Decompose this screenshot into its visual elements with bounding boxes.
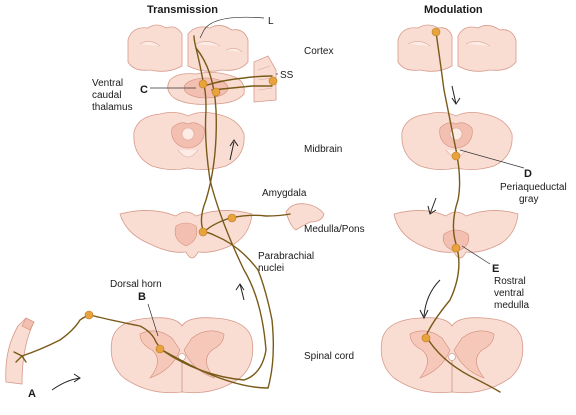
modulation-neurons [421,27,461,343]
modulation-heading: Modulation [424,4,483,16]
transmission-fibers [13,35,291,389]
skin-patch [5,317,35,385]
label-thalamus-line3: thalamus [92,102,133,113]
spinal-cord-section-right [380,317,524,394]
midbrain-section-left [133,112,245,170]
label-thalamus-line1: Ventral [92,78,123,89]
amygdala-shape [285,203,325,231]
level-cortex: Cortex [304,46,333,57]
modulation-arrows [419,85,461,320]
ss-cortex-slice [253,55,277,103]
b-pointer-line [147,303,159,337]
medulla-section-right [393,210,519,259]
label-thalamus-line2: caudal [92,90,121,101]
letter-b: B [138,291,146,303]
label-rvm-line1: Rostral [494,276,526,287]
transmission-arrows [51,139,245,391]
spinal-cord-section-left [110,317,254,394]
label-pag-line1: Periaqueductal [500,182,567,193]
transmission-heading: Transmission [147,4,218,16]
cortex-section-left [127,24,249,72]
letter-c: C [140,84,148,96]
label-rvm-line3: medulla [494,300,529,311]
l-pointer-line [199,16,265,39]
label-ss: SS [280,70,294,81]
letter-a: A [28,388,36,400]
midbrain-section-right [401,112,513,170]
cortex-section-right [397,24,517,72]
label-parabrachial-line1: Parabrachial [258,251,314,262]
letter-e: E [492,263,499,275]
transmission-neurons [84,76,278,354]
label-dorsal-horn: Dorsal horn [110,279,162,290]
label-pag-line2: gray [519,194,538,205]
letter-d: D [524,168,532,180]
label-rvm-line2: ventral [494,288,524,299]
e-pointer-line [461,245,491,265]
d-pointer-line [459,149,525,169]
label-parabrachial-line2: nuclei [258,263,284,274]
label-l: L [268,16,274,27]
level-spinal-cord: Spinal cord [304,351,354,362]
level-medulla-pons: Medulla/Pons [304,224,365,235]
level-midbrain: Midbrain [304,144,342,155]
label-amygdala: Amygdala [262,188,307,199]
